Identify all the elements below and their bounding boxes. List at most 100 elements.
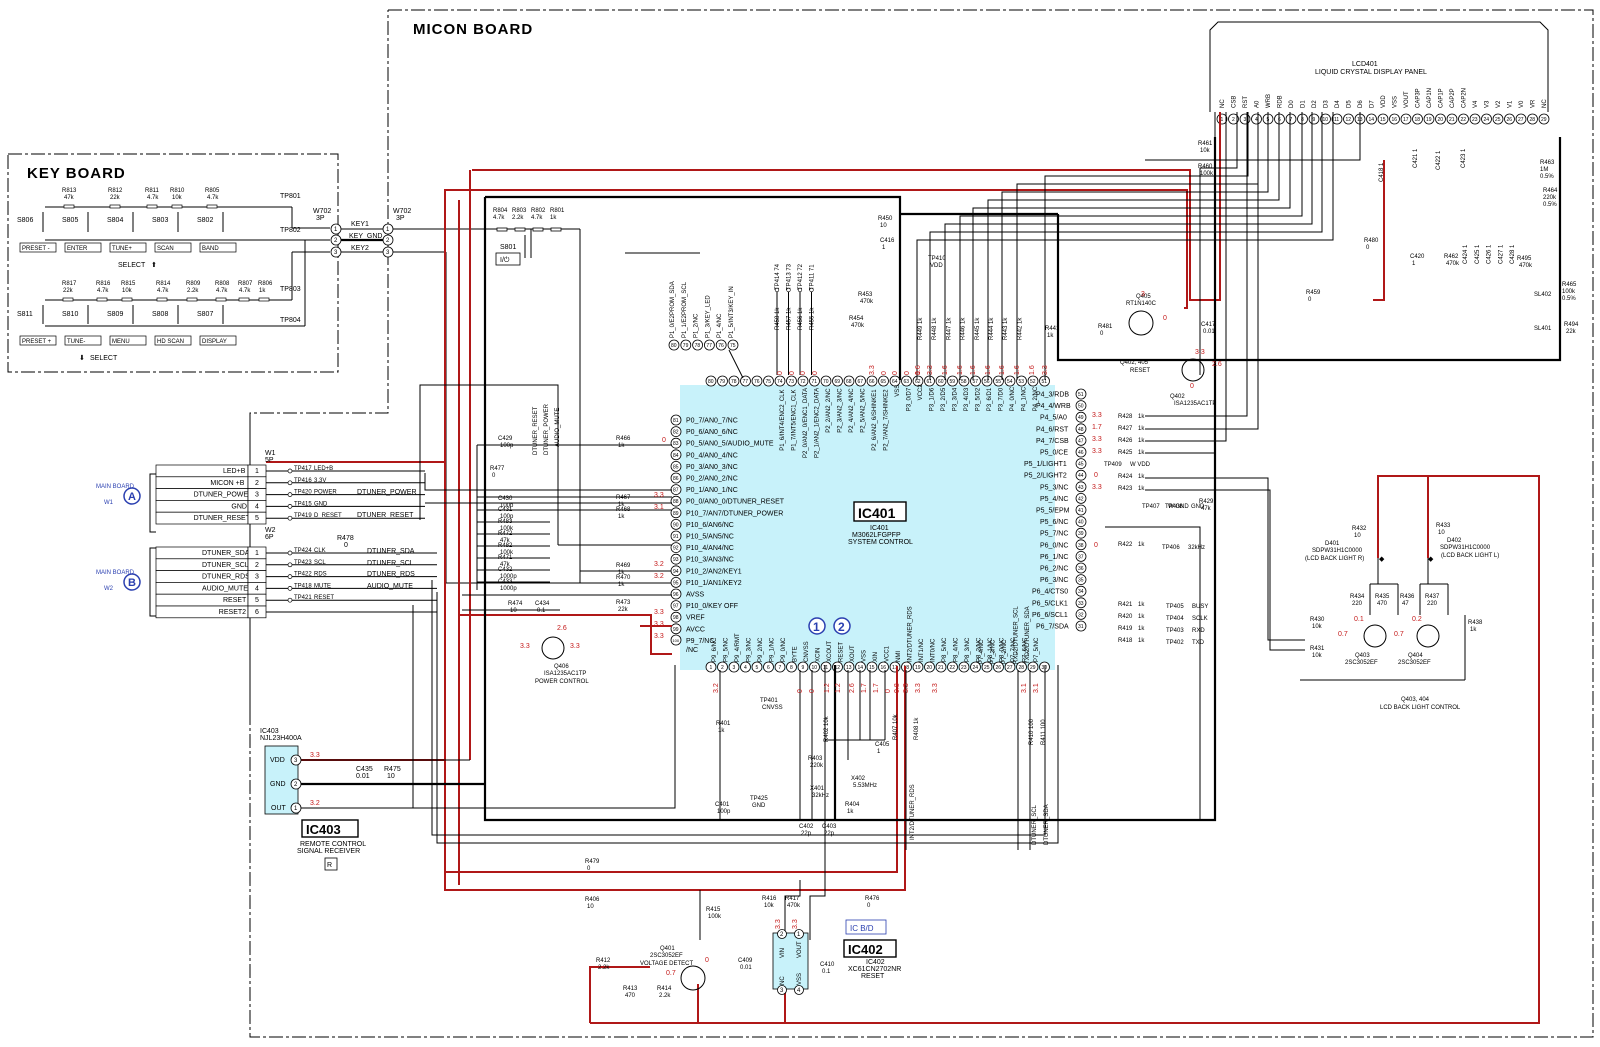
lcd-pin-26: [1504, 113, 1515, 125]
switch-ref: S806: [17, 217, 33, 224]
r802-val: 4.7k: [531, 215, 543, 221]
key-button-1[interactable]: [64, 242, 102, 253]
ic401-pin-3: [728, 661, 740, 673]
key-button-bottom-0[interactable]: [19, 335, 57, 346]
ic403-ref: IC403: [260, 728, 279, 735]
ic401-bottom-name: XIN: [873, 652, 879, 662]
r411: R411 100: [1041, 719, 1047, 745]
r464-tol: 0.5%: [1543, 202, 1557, 208]
lcd-pin-2: [1228, 113, 1239, 125]
switch-ref: S807: [197, 311, 213, 318]
ic402-ref: IC402: [866, 959, 885, 966]
r464-val: 220k: [1543, 195, 1557, 201]
r403-ref: R403: [808, 756, 823, 762]
ic401-pin-16: [878, 661, 889, 673]
w1-signal: DTUNER_POWER: [194, 492, 254, 499]
ic401-pin-13: [843, 661, 855, 673]
c401-val: 100p: [717, 809, 731, 815]
ic401-pin-52: [1027, 375, 1039, 387]
c416-val: 1: [882, 245, 886, 251]
ic401-pin-name: P0_6/AN0_6/NC: [686, 429, 738, 436]
resistor-val: 22k: [63, 288, 74, 294]
key-button-0[interactable]: [19, 242, 57, 253]
ic401-bottom-name: P9_1/NC: [770, 637, 776, 662]
r479-val: 0: [587, 866, 591, 872]
ic401-pin-67: [855, 375, 866, 387]
tp409-ref: TP409: [1104, 462, 1122, 468]
r413-ref: R413: [623, 986, 638, 992]
main-board-b-marker-label: B: [128, 577, 136, 589]
r427-ref: R427: [1118, 426, 1133, 432]
r475-val: 10: [387, 773, 395, 780]
r406-ref: R406: [585, 897, 600, 903]
svg-text:1: 1: [386, 227, 390, 233]
top-tp: TP413 73: [787, 263, 793, 290]
r421-val: 1k: [1138, 602, 1145, 608]
key-button-bottom-3[interactable]: [154, 335, 192, 346]
pin-number: 14: [858, 665, 864, 671]
test-point-icon: [809, 287, 814, 293]
r463-ref: R463: [1540, 160, 1555, 166]
r402: R402 10k: [824, 715, 830, 742]
pin-number: 44: [1078, 473, 1084, 479]
lcd-pin-16: [1389, 113, 1400, 125]
w2-tp-name: RESET: [314, 595, 334, 601]
lcd-pin-name: CAP2N: [1462, 88, 1468, 108]
pin-number: 99: [673, 627, 679, 633]
r410: R410 100: [1029, 718, 1035, 745]
key-button-3[interactable]: [154, 242, 192, 253]
resistor-ref: R817: [62, 281, 77, 287]
lcd-pin-name: VSS: [1393, 96, 1399, 108]
lcd-pin-17: [1400, 113, 1412, 125]
ic401-top-name: P3_0/D7: [907, 387, 913, 411]
ic401-pin-35: [1075, 574, 1087, 585]
main-board-a-marker-label: A: [128, 491, 136, 503]
r421-ref: R421: [1118, 602, 1133, 608]
test-point-icon: [797, 287, 803, 293]
resistor-ref: R811: [145, 188, 160, 194]
pin-number: 23: [1472, 117, 1478, 123]
v-q401-c: 0: [705, 957, 709, 964]
tp402-ref: TP402: [1166, 640, 1184, 646]
ic401-pin-name: P0_0/AN0_0/DTUNER_RESET: [686, 499, 785, 506]
s801-ref: S801: [500, 244, 516, 251]
ic402-label-box: [843, 939, 897, 958]
key-button-bottom-4[interactable]: [199, 335, 237, 346]
ic401-right-low-name: P7_2/NC: [1002, 639, 1008, 664]
key-button-2[interactable]: [109, 242, 147, 253]
w1-signal: MICON +B: [210, 480, 244, 487]
r459-ref: R459: [1306, 290, 1321, 296]
ic401-pin-name: P0_2/AN0_2/NC: [686, 476, 738, 483]
ic401-pin-name: P5_4/NC: [1040, 496, 1068, 503]
v-q405-b: 0: [1163, 315, 1167, 322]
test-point-icon: [774, 287, 780, 293]
r403-val: 220k: [810, 763, 824, 769]
resistor-ref: R805: [205, 188, 220, 194]
ic401-pin-59: [947, 375, 958, 387]
ic401-bottom-name: INT0/NC: [931, 638, 937, 662]
q402-part: ISA1235AC1TP: [1174, 401, 1216, 407]
r436-ref: R436: [1400, 594, 1415, 600]
pin-number: 15: [1380, 117, 1386, 123]
key-button-4[interactable]: [199, 242, 237, 253]
key-button-bottom-1[interactable]: [64, 335, 102, 346]
r401-val: 1k: [718, 728, 725, 734]
pin-markers: 1 2: [808, 617, 851, 635]
ic401-pin-name: P4_7/CSB: [1036, 438, 1069, 445]
lcd-pin-name: VDD: [1381, 95, 1387, 108]
lcd-pin-name: D6: [1358, 100, 1364, 108]
r438-val: 1k: [1470, 627, 1477, 633]
key-button-bottom-2[interactable]: [109, 335, 147, 346]
v-pin39: 0: [1094, 542, 1098, 549]
ic401-pin-92: [670, 542, 682, 553]
w1-pin: 1: [255, 468, 259, 475]
pin-number: 49: [1078, 415, 1084, 421]
vnet-dtuner-reset: DTUNER_RESET: [533, 406, 539, 455]
lcd-data-resistor: R442 1k: [1017, 317, 1023, 340]
r401-ref: R401: [716, 721, 731, 727]
test-point-icon: [287, 574, 293, 579]
test-point-icon: [287, 468, 293, 474]
c434-val: 0.1: [537, 608, 546, 614]
v-pin95: 3.2: [654, 573, 664, 580]
